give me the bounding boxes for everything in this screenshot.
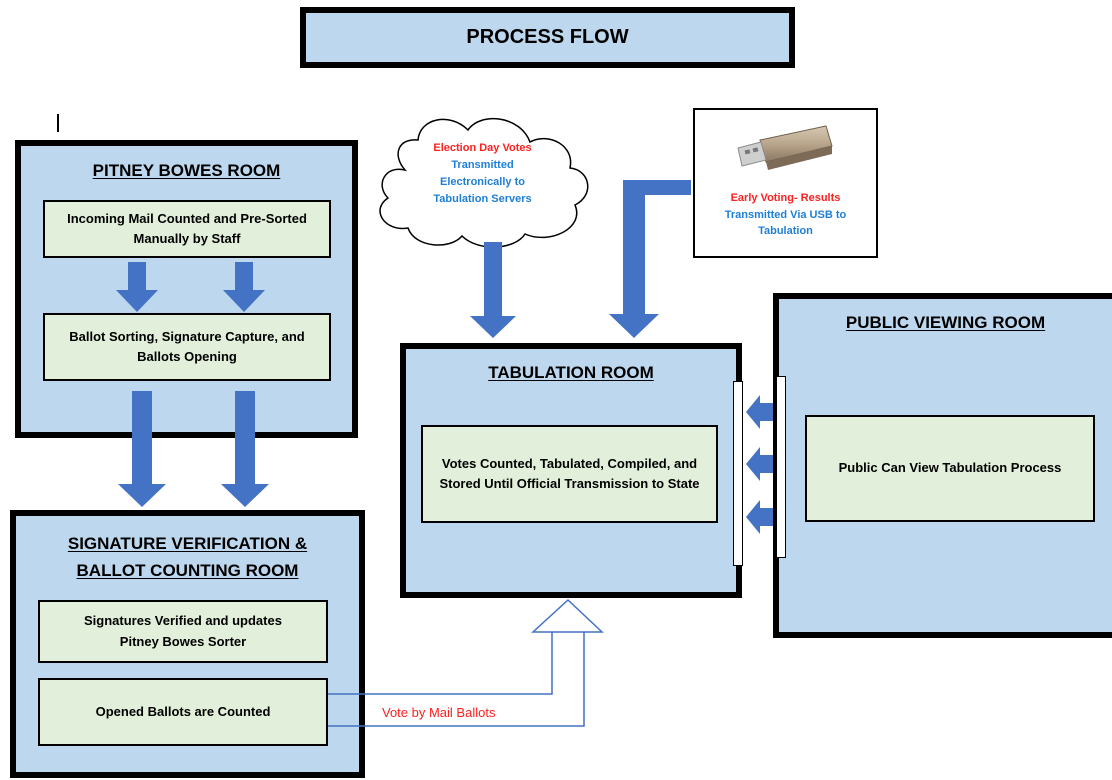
arrow-pitney-left <box>116 262 158 312</box>
votes-counted-step: Votes Counted, Tabulated, Compiled, and … <box>421 425 718 523</box>
cloud-shape <box>379 117 589 248</box>
usb-text: Early Voting- Results Transmitted Via US… <box>695 190 876 240</box>
usb-text-line2: Transmitted Via USB to <box>724 208 847 221</box>
signature-room-title-line1: SIGNATURE VERIFICATION & <box>67 534 308 553</box>
signature-room-title-line2: BALLOT COUNTING ROOM <box>76 561 299 581</box>
public-viewing-room-title: PUBLIC VIEWING ROOM <box>845 313 1046 332</box>
pitney-bowes-room: PITNEY BOWES ROOM <box>15 140 358 438</box>
arrow-to-signature-left <box>118 391 166 507</box>
cloud-text-line2: Transmitted <box>451 159 514 172</box>
ballot-sorting-step: Ballot Sorting, Signature Capture, and B… <box>43 313 331 381</box>
diagram-title: PROCESS FLOW <box>300 7 795 68</box>
vote-by-mail-label: Vote by Mail Ballots <box>382 705 496 720</box>
arrow-public-2 <box>746 447 773 481</box>
arrow-public-3 <box>746 500 773 534</box>
vote-by-mail-line-upper <box>328 632 553 695</box>
public-view-step: Public Can View Tabulation Process <box>805 415 1095 522</box>
cloud-text-line1: Election Day Votes <box>433 142 532 154</box>
cloud-text-line3: Electronically to <box>440 176 525 189</box>
vote-by-mail-hollow-arrow <box>531 598 604 633</box>
arrow-usb-to-tabulation <box>609 180 691 338</box>
arrow-cloud-to-tabulation <box>470 242 516 338</box>
vote-by-mail-line-lower <box>328 632 585 727</box>
signature-room-title: SIGNATURE VERIFICATION & BALLOT COUNTING… <box>16 530 359 584</box>
signatures-verified-step: Signatures Verified and updates Pitney B… <box>38 600 328 663</box>
cloud-text-line4: Tabulation Servers <box>433 193 532 206</box>
pitney-bowes-room-title: PITNEY BOWES ROOM <box>92 161 281 180</box>
cloud-text: Election Day Votes Transmitted Electroni… <box>395 140 570 208</box>
incoming-mail-step: Incoming Mail Counted and Pre-Sorted Man… <box>43 200 331 258</box>
usb-transfer-box: Early Voting- Results Transmitted Via US… <box>693 108 878 258</box>
usb-text-line1: Early Voting- Results <box>730 192 841 204</box>
arrow-pitney-right <box>223 262 265 312</box>
text-cursor-mark <box>57 114 59 132</box>
glass-partition-left <box>733 381 743 566</box>
tabulation-room-title: TABULATION ROOM <box>488 363 654 382</box>
usb-text-line3: Tabulation <box>758 225 813 237</box>
glass-partition-right <box>776 376 786 558</box>
opened-ballots-counted-step: Opened Ballots are Counted <box>38 678 328 746</box>
arrow-public-1 <box>746 395 773 429</box>
usb-drive-icon <box>737 125 833 170</box>
arrow-to-signature-right <box>221 391 269 507</box>
